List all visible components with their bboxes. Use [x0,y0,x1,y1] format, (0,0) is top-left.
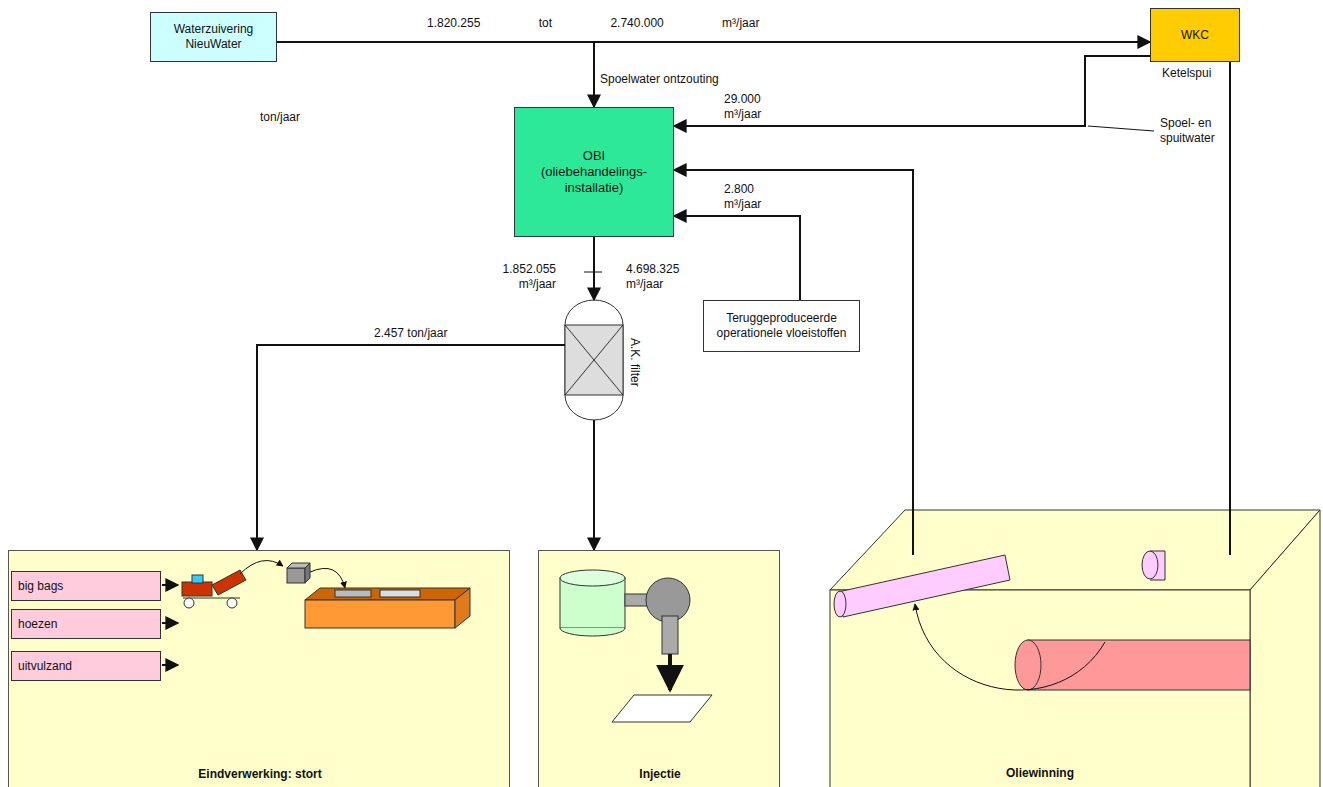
plant-box: WKC [1150,8,1240,62]
heading-label: Oliewinning [830,766,1250,781]
transport-arrow [310,568,345,588]
filter-vessel: A.K. filter [565,300,645,420]
pipe-cylinder [1028,640,1250,690]
pipe-cylinder [1142,551,1158,579]
material-box: hoezen [11,609,161,639]
dump-truck [184,598,194,608]
flow-line [1229,62,1231,555]
flow-line [593,420,595,550]
landfill-container [380,590,420,597]
source-box: Waterzuivering NieuWater [150,12,277,62]
process-box: OBI (oliebehandelings- installatie) [514,107,674,237]
flow-line [257,345,565,550]
oil-production-block [830,510,1320,787]
injection-pump [625,594,647,606]
destination-panel: big bags hoezen uitvulzandEindverwerking: … [8,550,510,787]
flow-label: 1.820.255 tot 2.740.000 m³/jaar [425,16,761,31]
material-box: uitvulzand [11,651,161,681]
leader-line [1088,126,1154,131]
dump-truck [227,598,237,608]
heading-label: A.K. filter [627,338,642,387]
heading-label: Injectie [539,767,781,782]
injection-pump [612,695,712,722]
panel-ground [8,550,780,787]
leader-line [1088,126,1154,131]
destination-block: Oliewinning [830,510,1320,787]
flow-line [674,170,913,555]
box-label: uitvulzand [18,659,72,674]
heading-label: Eindverwerking: stort [9,767,511,782]
box-label: Teruggeproduceerde operationele vloeisto… [710,311,853,341]
activated-carbon-filter [565,325,623,395]
landfill-container [305,600,455,628]
box-label: OBI (oliebehandelings- installatie) [530,148,658,197]
pipe-cylinder [834,551,1250,690]
storage-tank [560,570,625,636]
flow-label: 2.457 ton/jaar [372,326,449,341]
landfill-container [305,588,470,600]
landfill-container [305,588,470,628]
landfill-container [455,588,470,628]
injection-pump [668,654,672,690]
waste-cube [305,563,310,583]
note-label: 4.698.325 m³/jaar [624,262,692,292]
activated-carbon-filter [565,300,623,420]
pipe-cylinder [834,591,846,617]
input-arrow [162,585,178,665]
activated-carbon-filter [565,325,623,395]
activated-carbon-filter [565,325,623,395]
transport-arrow [240,561,283,574]
dump-truck [182,582,212,596]
input-arrow [162,584,178,586]
note-label: 1.852.055 m³/jaar [490,262,558,292]
flow-line [277,42,594,107]
flow-line [674,56,1150,126]
injection-pump [662,616,678,654]
flow-arrow [915,604,1105,690]
transport-arrow [240,561,345,588]
input-arrow [162,664,178,666]
injection-pump [612,578,712,722]
destination-panel: Injectie [538,550,780,787]
note-label: Ketelspui [1160,66,1213,81]
oil-production-block [830,590,1250,787]
pipe-cylinder [1015,640,1041,690]
input-box: Teruggeproduceerde operationele vloeisto… [703,300,860,352]
waste-cube [287,568,305,583]
storage-tank [560,570,625,586]
panel-ground [538,550,780,787]
dump-truck [192,575,203,583]
flow-label: Spoelwater ontzouting [598,72,721,87]
flow-line [674,216,800,300]
flow-label: 29.000 m³/jaar [722,92,781,122]
note-label: Spoel- en spuitwater [1158,116,1228,146]
waste-cube [287,563,310,583]
oil-production-block [1250,510,1320,787]
landfill-container [335,590,371,597]
box-label: big bags [18,579,63,594]
material-box: big bags [11,571,161,601]
box-label: hoezen [18,617,57,632]
box-label: WKC [1181,28,1209,43]
pipe-cylinder [838,555,1010,617]
box-label: Waterzuivering NieuWater [157,22,270,52]
flow-line [593,237,595,300]
note-label: ton/jaar [258,110,302,125]
dump-truck [182,570,246,608]
flow-label: 2.800 m³/jaar [722,182,776,212]
panel-ground [8,550,510,787]
storage-tank [560,628,625,636]
flow-arrow [915,604,1105,690]
injection-pump [646,578,690,622]
input-arrow [162,622,178,624]
activated-carbon-filter [565,300,623,420]
